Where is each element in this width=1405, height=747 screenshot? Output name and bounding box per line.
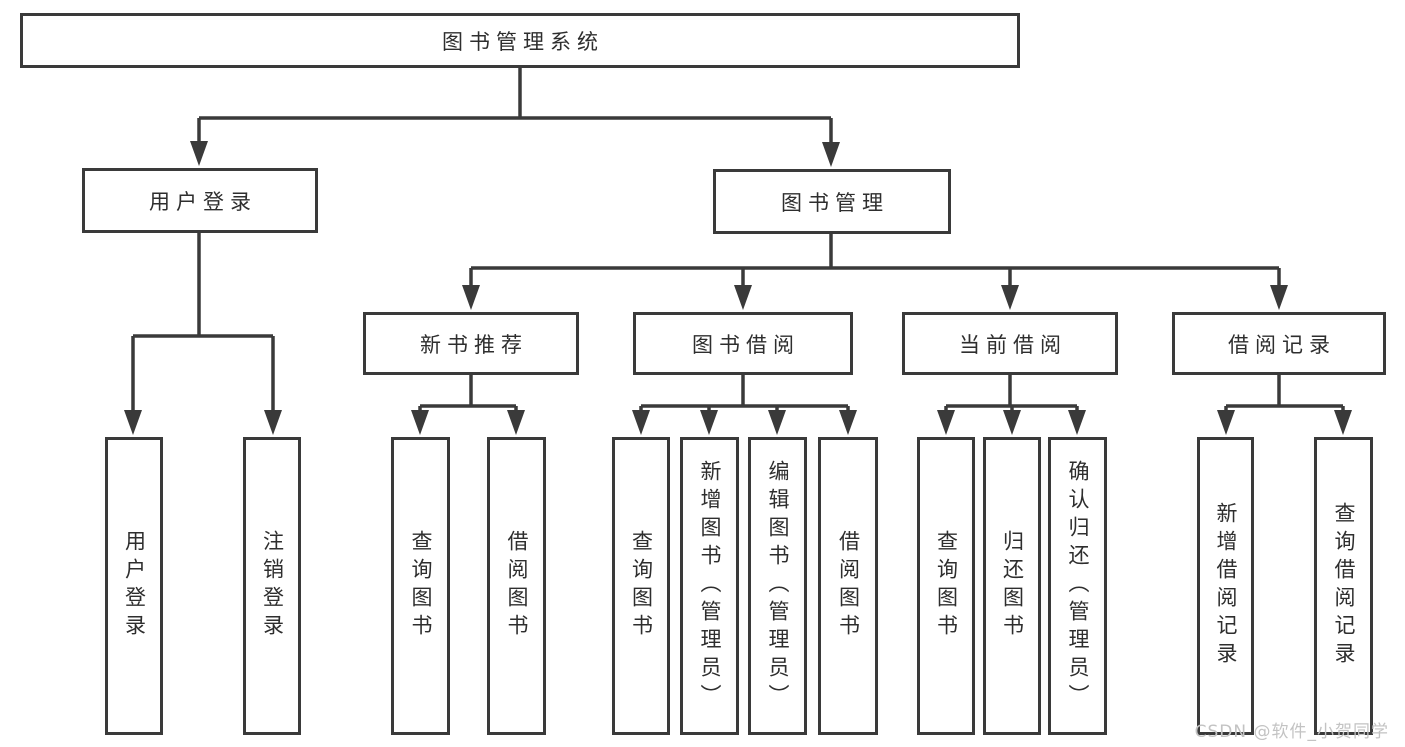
leaf-logout-label: 注销登录 (260, 530, 285, 642)
arrowhead-icon (124, 410, 142, 435)
node-book-management: 图书管理 (713, 169, 951, 234)
arrowhead-icon (1068, 410, 1086, 435)
arrowhead-icon (1217, 410, 1235, 435)
arrowhead-icon (768, 410, 786, 435)
arrowhead-icon (839, 410, 857, 435)
arrowhead-icon (1001, 285, 1019, 310)
leaf-current-return-books: 归还图书 (983, 437, 1041, 735)
arrowhead-icon (1334, 410, 1352, 435)
arrowhead-icon (462, 285, 480, 310)
leaf-borrowing-edit-books-admin-label: 编辑图书（管理员） (766, 460, 790, 712)
arrowhead-icon (632, 410, 650, 435)
leaf-borrowing-borrow-books: 借阅图书 (818, 437, 878, 735)
leaf-records-add-record: 新增借阅记录 (1197, 437, 1254, 735)
leaf-current-confirm-return-admin: 确认归还（管理员） (1048, 437, 1107, 735)
arrowhead-icon (507, 410, 525, 435)
node-book-borrowing: 图书借阅 (633, 312, 853, 375)
leaf-borrowing-add-books-admin-label: 新增图书（管理员） (698, 460, 722, 712)
leaf-current-query-books-label: 查询图书 (934, 530, 959, 642)
leaf-records-add-record-label: 新增借阅记录 (1214, 502, 1238, 670)
leaf-borrowing-borrow-books-label: 借阅图书 (836, 530, 861, 642)
leaf-user-login-label: 用户登录 (122, 530, 147, 642)
node-user-login: 用户登录 (82, 168, 318, 233)
leaf-records-query-record-label: 查询借阅记录 (1332, 502, 1356, 670)
arrowhead-icon (411, 410, 429, 435)
leaf-current-confirm-return-admin-label: 确认归还（管理员） (1066, 460, 1090, 712)
leaf-current-query-books: 查询图书 (917, 437, 975, 735)
leaf-records-query-record: 查询借阅记录 (1314, 437, 1373, 735)
arrowhead-icon (700, 410, 718, 435)
arrowhead-icon (190, 141, 208, 166)
leaf-newbook-query-books-label: 查询图书 (409, 530, 433, 642)
leaf-borrowing-edit-books-admin: 编辑图书（管理员） (748, 437, 807, 735)
arrowhead-icon (1003, 410, 1021, 435)
node-current-borrowing: 当前借阅 (902, 312, 1118, 375)
leaf-newbook-query-books: 查询图书 (391, 437, 450, 735)
node-new-book-recommend: 新书推荐 (363, 312, 579, 375)
arrowhead-icon (264, 410, 282, 435)
arrowhead-icon (734, 285, 752, 310)
leaf-borrowing-add-books-admin: 新增图书（管理员） (680, 437, 739, 735)
arrowhead-icon (822, 142, 840, 167)
csdn-watermark: CSDN @软件_小贺同学 (1194, 722, 1389, 742)
leaf-newbook-borrow-books: 借阅图书 (487, 437, 546, 735)
arrowhead-icon (937, 410, 955, 435)
leaf-borrowing-query-books: 查询图书 (612, 437, 670, 735)
leaf-newbook-borrow-books-label: 借阅图书 (505, 530, 529, 642)
leaf-current-return-books-label: 归还图书 (1000, 530, 1025, 642)
leaf-borrowing-query-books-label: 查询图书 (629, 530, 654, 642)
node-borrow-records: 借阅记录 (1172, 312, 1386, 375)
leaf-logout: 注销登录 (243, 437, 301, 735)
node-library-system: 图书管理系统 (20, 13, 1020, 68)
arrowhead-icon (1270, 285, 1288, 310)
leaf-user-login: 用户登录 (105, 437, 163, 735)
